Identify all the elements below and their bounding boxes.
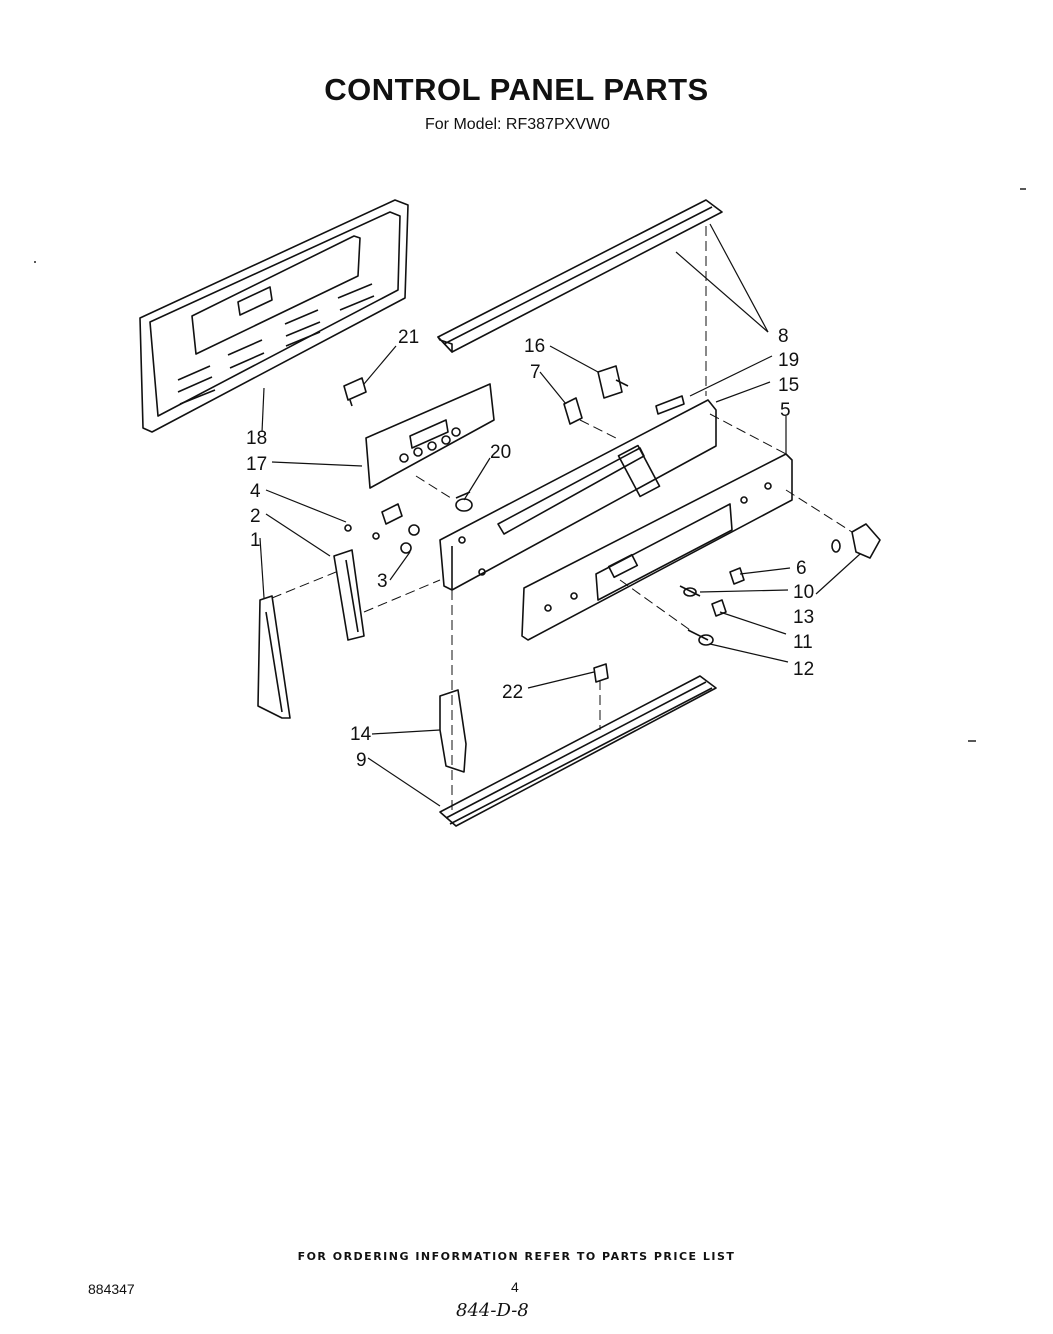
control-board-part xyxy=(365,383,495,489)
callout-3: 3 xyxy=(377,571,388,592)
top-trim-part xyxy=(437,199,723,353)
alignment-lines xyxy=(271,226,853,810)
callout-14: 14 xyxy=(350,724,372,745)
knob-parts xyxy=(679,523,881,646)
callout-19: 19 xyxy=(778,350,799,371)
switch-20-part xyxy=(455,491,473,512)
bottom-trim-part xyxy=(439,675,717,827)
document-number: 884347 xyxy=(88,1281,135,1297)
callout-1: 1 xyxy=(250,530,261,551)
bracket-14-part xyxy=(439,689,467,773)
end-cap-part xyxy=(333,549,365,641)
callout-2: 2 xyxy=(250,506,261,527)
lamp-socket-part xyxy=(344,503,420,554)
callout-7: 7 xyxy=(530,362,541,383)
scan-marks xyxy=(34,188,1026,742)
leader-lines xyxy=(259,223,861,807)
callout-12: 12 xyxy=(793,659,814,680)
callout-4: 4 xyxy=(250,481,261,502)
switch-7-part xyxy=(563,397,583,425)
callout-17: 17 xyxy=(246,454,267,475)
callout-9: 9 xyxy=(356,750,367,771)
switch-16-part xyxy=(597,365,629,399)
callout-11: 11 xyxy=(793,632,813,653)
page-number: 4 xyxy=(511,1279,519,1295)
callout-15: 15 xyxy=(778,375,799,396)
callout-8: 8 xyxy=(778,326,789,347)
rear-panel-part xyxy=(139,199,409,433)
callout-6: 6 xyxy=(796,558,807,579)
callout-13: 13 xyxy=(793,607,814,628)
model-subtitle: For Model: RF387PXVW0 xyxy=(425,116,610,133)
callout-16: 16 xyxy=(524,336,545,357)
side-trim-part xyxy=(257,595,291,719)
callout-5: 5 xyxy=(780,400,791,421)
control-panel-backing-part xyxy=(439,399,717,591)
handwritten-code: 844-D-8 xyxy=(456,1300,529,1321)
callout-20: 20 xyxy=(490,442,511,463)
callout-10: 10 xyxy=(793,582,814,603)
callout-labels: 1 2 3 4 5 6 7 8 9 10 11 12 13 14 15 16 1… xyxy=(246,326,814,771)
clip-21-part xyxy=(343,377,367,407)
callout-21: 21 xyxy=(398,327,419,348)
page-title: CONTROL PANEL PARTS xyxy=(324,72,709,107)
ordering-info-note: FOR ORDERING INFORMATION REFER TO PARTS … xyxy=(297,1250,736,1263)
clip-22-part xyxy=(593,663,609,683)
bracket-19-part xyxy=(655,395,685,415)
callout-18: 18 xyxy=(246,428,267,449)
callout-22: 22 xyxy=(502,682,523,703)
